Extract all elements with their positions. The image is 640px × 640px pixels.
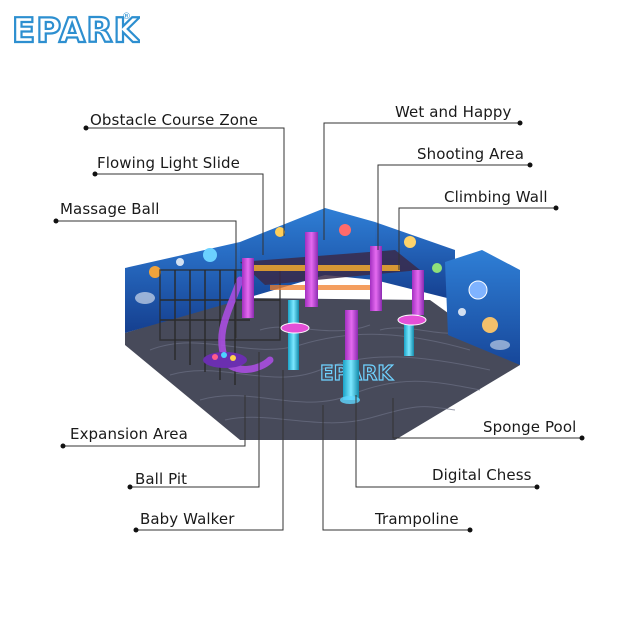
leader-climbing-wall	[398, 207, 556, 270]
label-expansion-area: Expansion Area	[70, 425, 188, 443]
label-flowing-light-slide: Flowing Light Slide	[97, 154, 240, 172]
label-sponge-pool: Sponge Pool	[483, 418, 577, 436]
leader-massage-ball	[56, 220, 237, 338]
leader-obstacle-course	[86, 127, 285, 236]
label-climbing-wall: Climbing Wall	[444, 188, 548, 206]
leader-baby-walker	[136, 370, 284, 531]
label-obstacle-course-zone: Obstacle Course Zone	[90, 111, 258, 129]
leader-flowing-light-slide	[95, 173, 264, 255]
label-ball-pit: Ball Pit	[135, 470, 188, 488]
logo-text: EPARK	[12, 11, 140, 50]
label-digital-chess: Digital Chess	[432, 466, 532, 484]
left-wall	[125, 242, 240, 333]
leader-expansion-area	[63, 395, 246, 447]
right-outer-wall	[445, 250, 520, 365]
right-wall	[375, 222, 455, 300]
epark-logo: EPARK ®	[11, 10, 140, 50]
leader-trampoline	[322, 405, 470, 531]
leader-digital-chess	[355, 395, 537, 488]
label-wet-and-happy: Wet and Happy	[395, 103, 512, 121]
leader-wet-and-happy	[323, 122, 520, 240]
leader-shooting-area	[377, 164, 530, 250]
pillars	[242, 232, 424, 400]
registered-mark: ®	[122, 12, 131, 22]
label-trampoline: Trampoline	[375, 510, 459, 528]
label-baby-walker: Baby Walker	[140, 510, 235, 528]
leader-ball-pit	[130, 352, 260, 488]
trampoline-pads	[280, 314, 427, 404]
wall-decorations	[135, 224, 510, 350]
ball-pit	[203, 352, 247, 368]
label-massage-ball: Massage Ball	[60, 200, 160, 218]
leader-sponge-pool	[392, 398, 582, 439]
label-shooting-area: Shooting Area	[417, 145, 525, 163]
